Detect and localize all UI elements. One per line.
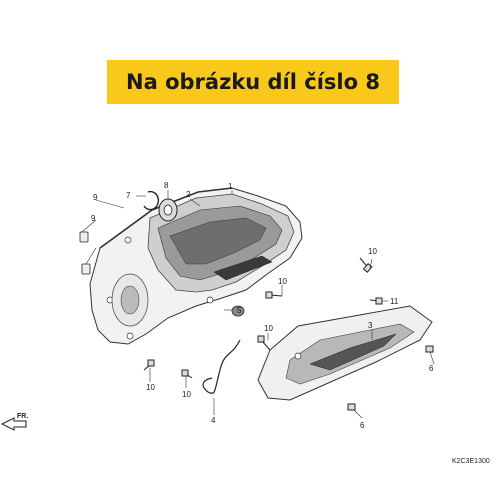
left-crankcase-cover xyxy=(89,187,303,345)
direction-label: FR. xyxy=(17,413,28,420)
circlip-part-7 xyxy=(143,190,160,211)
callout-8: 8 xyxy=(164,181,169,190)
callout-5: 5 xyxy=(237,306,242,315)
callout-2: 2 xyxy=(186,190,191,199)
callout-10a: 10 xyxy=(368,247,377,256)
rubber-part-5 xyxy=(231,305,245,317)
callout-10d: 10 xyxy=(146,383,155,392)
callout-9b: 9 xyxy=(91,214,96,223)
part-code: K2C3E1300 xyxy=(452,458,490,465)
callout-1: 1 xyxy=(228,182,233,191)
callout-3: 3 xyxy=(368,321,373,330)
wire-clip-part-4 xyxy=(202,339,241,394)
callout-11: 11 xyxy=(390,297,399,306)
callout-6a: 6 xyxy=(429,364,434,373)
dowel-pins-part-9 xyxy=(79,231,91,275)
callout-10e: 10 xyxy=(182,390,191,399)
bearing-part-8 xyxy=(158,198,178,222)
cover-part-3 xyxy=(257,305,433,401)
callout-numbers: 1 2 7 8 9 9 10 11 10 10 5 3 6 10 10 4 6 xyxy=(91,181,434,430)
callout-7: 7 xyxy=(126,191,131,200)
title-banner: Na obrázku díl číslo 8 xyxy=(107,60,399,104)
callout-10c: 10 xyxy=(264,324,273,333)
leader-lines xyxy=(81,190,435,419)
title-banner-text: Na obrázku díl číslo 8 xyxy=(126,70,380,94)
bolts xyxy=(143,257,434,411)
callout-10b: 10 xyxy=(278,277,287,286)
callout-6b: 6 xyxy=(360,421,365,430)
callout-9a: 9 xyxy=(93,193,98,202)
front-direction-arrow: FR. xyxy=(0,413,28,431)
callout-4: 4 xyxy=(211,416,216,425)
